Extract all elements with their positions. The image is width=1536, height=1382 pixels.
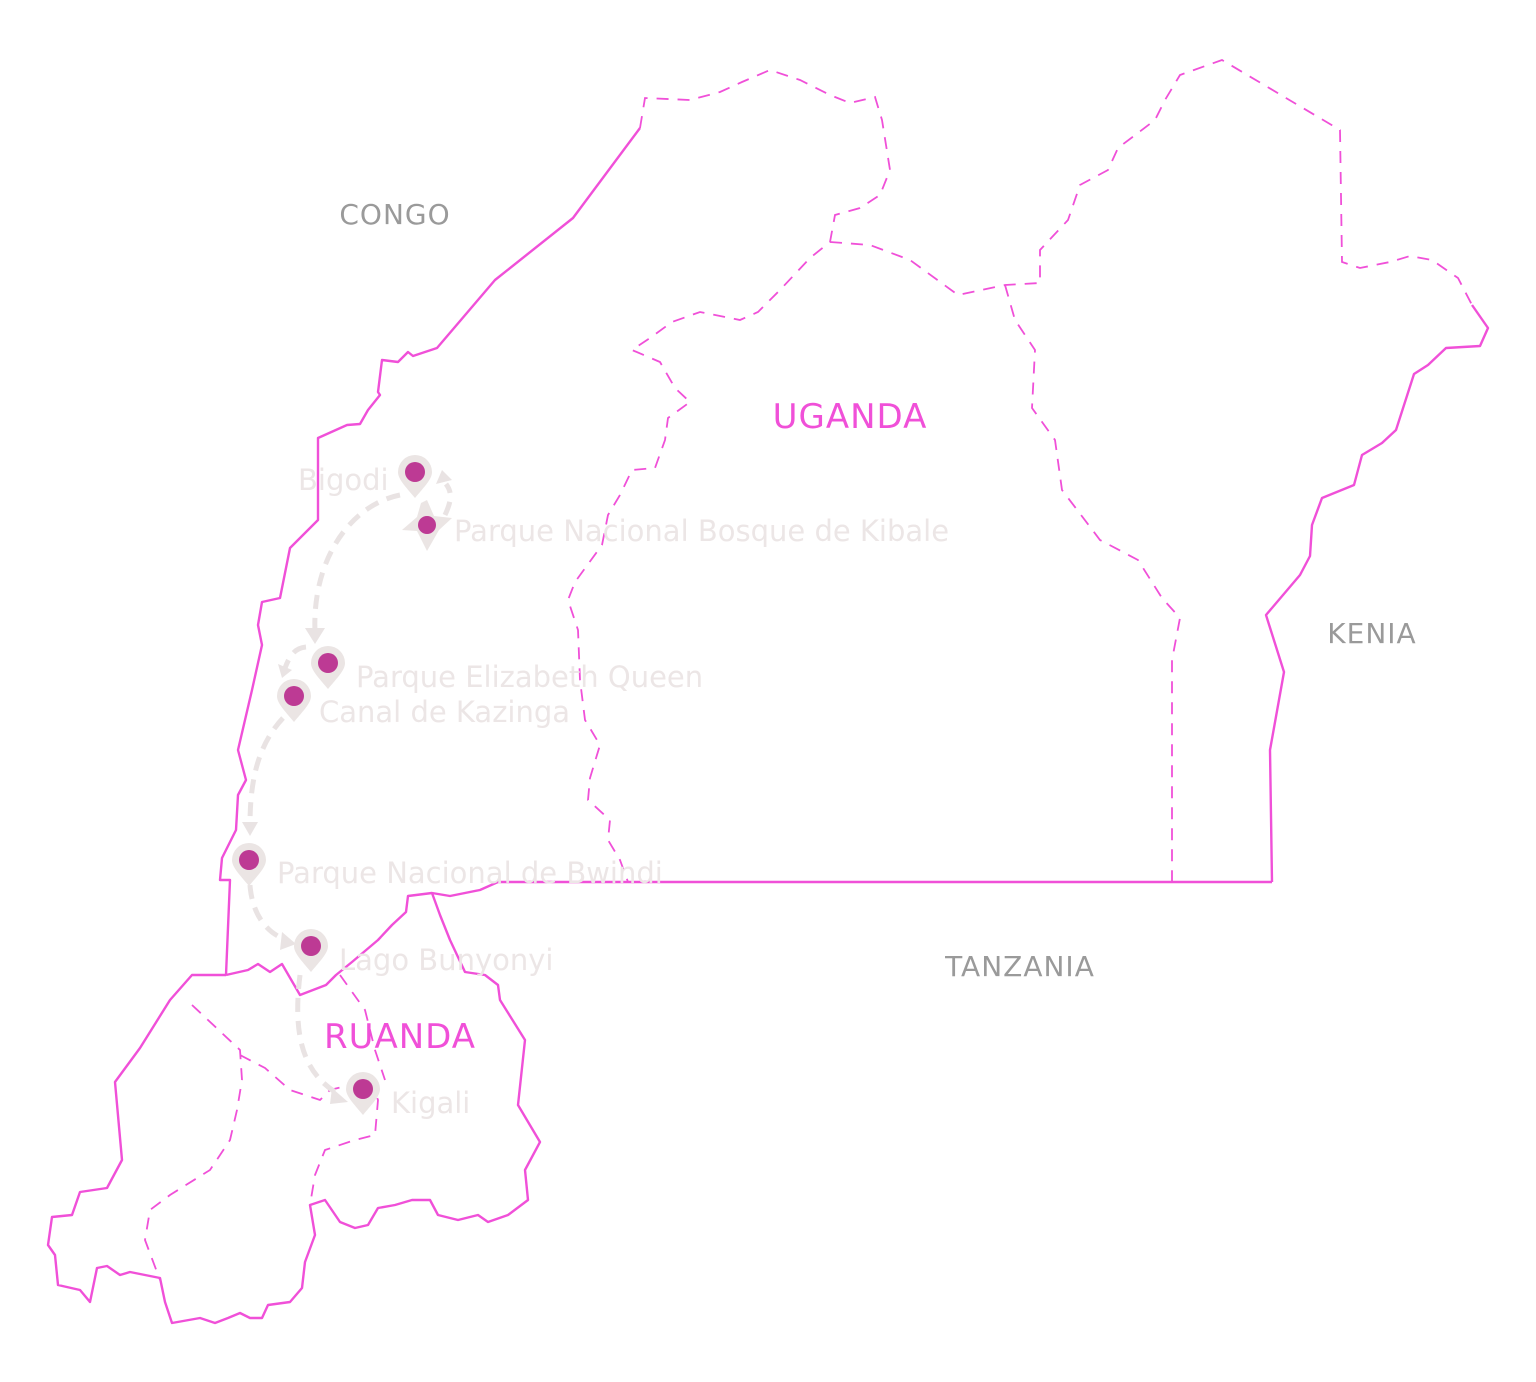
- country-label-congo: CONGO: [339, 198, 450, 231]
- place-label-bwindi: Parque Nacional de Bwindi: [277, 856, 663, 890]
- region-border: [339, 974, 386, 1081]
- place-label-kigali: Kigali: [391, 1086, 470, 1120]
- arrow-icon: [242, 822, 258, 836]
- arrow-icon: [330, 1088, 348, 1104]
- rwanda-outer-border: [46, 892, 542, 1325]
- pin-kazinga[interactable]: [277, 679, 311, 722]
- region-border: [1004, 284, 1181, 882]
- region-border: [144, 1004, 243, 1281]
- country-label-tanzania: TANZANIA: [944, 950, 1095, 983]
- arrow-icon: [278, 664, 292, 678]
- route-elizabeth-kazinga: [282, 644, 307, 669]
- place-label-kazinga: Canal de Kazinga: [319, 695, 570, 729]
- uganda-congo-border: [218, 127, 641, 976]
- route-bigodi-elizabeth: [312, 492, 401, 633]
- arrow-icon: [280, 932, 296, 950]
- country-label-uganda: UGANDA: [773, 397, 928, 437]
- uganda-rwanda-border: [225, 880, 1272, 997]
- country-label-rwanda: RUANDA: [324, 1017, 476, 1057]
- arrow-icon: [305, 628, 325, 644]
- pin-bunyonyi[interactable]: [294, 929, 328, 972]
- pin-elizabeth[interactable]: [311, 646, 345, 689]
- pin-bigodi[interactable]: [398, 455, 432, 498]
- region-border: [239, 1054, 379, 1206]
- uganda-kenya-border: [1264, 304, 1490, 883]
- route-bunyonyi-kigali: [295, 974, 342, 1098]
- place-label-kibale: Parque Nacional Bosque de Kibale: [454, 514, 949, 548]
- arrow-icon: [436, 470, 452, 484]
- pin-kigali[interactable]: [346, 1072, 380, 1115]
- route-kibale-bigodi: [442, 482, 453, 517]
- country-label-kenya: KENIA: [1327, 617, 1416, 650]
- pin-kibale[interactable]: [402, 500, 452, 551]
- region-border: [567, 69, 891, 883]
- route-kazinga-bwindi: [247, 716, 285, 826]
- pin-bwindi[interactable]: [232, 843, 266, 886]
- route-bwindi-bunyonyi: [247, 884, 289, 943]
- place-label-bigodi: Bigodi: [298, 463, 389, 497]
- place-label-elizabeth: Parque Elizabeth Queen: [356, 660, 703, 694]
- place-label-bunyonyi: Lago Bunyonyi: [339, 943, 553, 977]
- region-border: [829, 59, 1473, 306]
